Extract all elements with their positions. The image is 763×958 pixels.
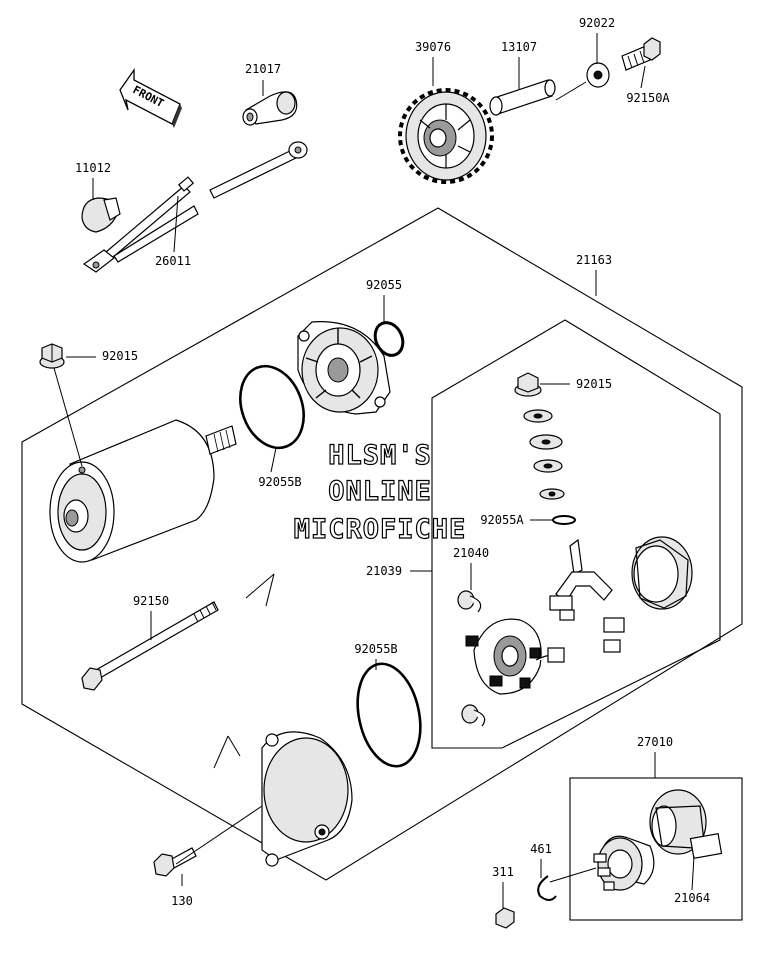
part-92015-right-label: 92015 <box>576 377 612 391</box>
front-arrow: FRONT <box>119 67 182 128</box>
part-21017-label: 21017 <box>245 62 281 76</box>
bolt-130-drawing <box>153 847 197 877</box>
part-92022-label: 92022 <box>579 16 615 30</box>
brush-holder-group-outline <box>431 319 721 749</box>
part-21064-label: 21064 <box>674 891 710 905</box>
watermark: HLSM'S ONLINE MICROFICHE <box>293 439 467 545</box>
washers-stack-drawing <box>523 409 565 500</box>
cap-11012-drawing <box>81 197 121 233</box>
brush-plate-drawing <box>465 618 565 695</box>
part-labels: 21017 39076 13107 92022 92150A 11012 26011 2116… <box>75 16 710 908</box>
watermark-line-2: ONLINE <box>328 476 432 507</box>
o-ring-92055b-lower-drawing <box>356 662 422 768</box>
part-11012-label: 11012 <box>75 161 111 175</box>
part-21163-label: 21163 <box>576 253 612 267</box>
watermark-line-1: HLSM'S <box>328 440 432 471</box>
terminal-bracket-drawing <box>549 538 625 653</box>
brush-spring-drawing <box>457 590 486 727</box>
part-92055b-upper-label: 92055B <box>258 475 301 489</box>
part-130-label: 130 <box>171 894 193 908</box>
leader-lines <box>53 33 695 908</box>
part-13107-label: 13107 <box>501 40 537 54</box>
gear-39076-drawing <box>398 88 494 184</box>
o-ring-92055a-drawing <box>552 515 576 525</box>
solenoid-group-outline <box>569 777 743 921</box>
nut-311-drawing <box>495 907 515 929</box>
o-ring-92055b-upper-drawing <box>239 364 305 450</box>
front-cover-drawing <box>297 321 391 415</box>
part-39076-label: 39076 <box>415 40 451 54</box>
boot-21064-drawing <box>649 789 723 859</box>
part-27010-label: 27010 <box>637 735 673 749</box>
part-21040-label: 21040 <box>453 546 489 560</box>
part-92055a-label: 92055A <box>480 513 524 527</box>
part-92150a-label: 92150A <box>626 91 670 105</box>
cable-26011-drawing <box>82 176 199 273</box>
part-92150-label: 92150 <box>133 594 169 608</box>
part-92055b-lower-label: 92055B <box>354 642 397 656</box>
cap-21017-drawing <box>242 91 298 126</box>
part-21039-label: 21039 <box>366 564 402 578</box>
yoke-ring-drawing <box>631 536 693 610</box>
solenoid-drawing <box>593 835 655 891</box>
part-92055-top-label: 92055 <box>366 278 402 292</box>
o-ring-92055-drawing <box>373 321 405 357</box>
watermark-line-3: MICROFICHE <box>294 514 467 545</box>
nut-92015-left-drawing <box>39 343 65 369</box>
starter-motor-group-outline <box>21 207 743 881</box>
part-26011-label: 26011 <box>155 254 191 268</box>
shaft-13107-drawing <box>489 79 556 116</box>
washer-92022-drawing <box>586 62 610 88</box>
circlip-461-drawing <box>537 875 557 901</box>
starter-motor-drawing <box>49 419 237 563</box>
part-311-label: 311 <box>492 865 514 879</box>
through-bolt-92150-drawing <box>81 601 219 691</box>
part-92015-left-label: 92015 <box>102 349 138 363</box>
part-461-label: 461 <box>530 842 552 856</box>
bolt-92150a-drawing <box>621 37 661 71</box>
nut-92015-right-drawing <box>514 372 542 397</box>
rear-cover-drawing <box>261 731 353 867</box>
lead-wire-drawing <box>209 141 308 199</box>
